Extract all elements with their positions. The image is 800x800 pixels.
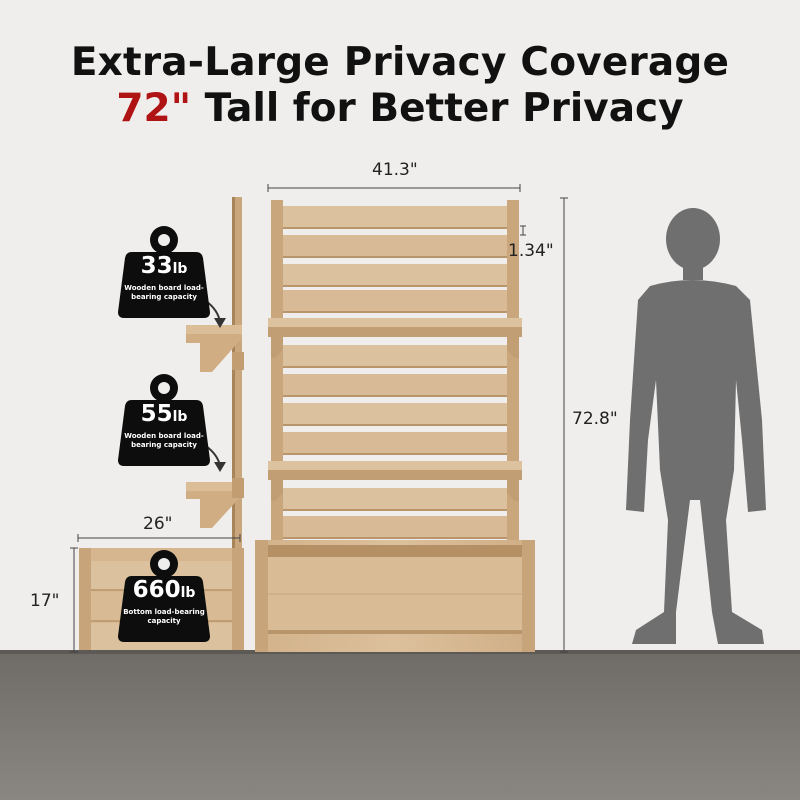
capacity-unit: lb [172, 261, 188, 277]
trellis-slat [283, 516, 507, 537]
capacity-caption: Wooden board load-bearing capacity [124, 432, 204, 449]
capacity-unit: lb [172, 409, 188, 425]
capacity-caption: Bottom load-bearing capacity [123, 608, 205, 625]
person-silhouette-icon [626, 208, 766, 644]
dimension-lines [70, 184, 568, 653]
slat-shadow [283, 311, 507, 313]
height-label: 72.8" [572, 409, 618, 429]
planter-height-label: 17" [30, 591, 60, 611]
trellis-slat [283, 235, 507, 256]
trellis-slat [283, 290, 507, 311]
weight-icon [118, 226, 210, 318]
width-label: 41.3" [372, 160, 418, 180]
slat-shadow [283, 256, 507, 258]
headline-accent: 72" [116, 86, 192, 131]
capacity-value: 660 [132, 577, 181, 603]
slat-gap-label: 1.34" [508, 241, 554, 261]
slat-shadow [283, 537, 507, 539]
trellis-slat [283, 403, 507, 424]
slat-shadow [283, 366, 507, 368]
depth-label: 26" [143, 514, 173, 534]
floor [0, 653, 800, 800]
slat-shadow [283, 395, 507, 397]
slat-shadow [283, 509, 507, 511]
weight-icon [118, 550, 210, 642]
capacity-badge-upper-shelf: 33lb Wooden board load-bearing capacity [118, 222, 210, 322]
trellis-slat [283, 432, 507, 453]
headline-rest: Tall for Better Privacy [191, 86, 684, 131]
trellis-slat [283, 345, 507, 366]
trellis-slat [283, 206, 507, 227]
capacity-value: 55 [140, 401, 173, 427]
slat-shadow [283, 453, 507, 455]
trellis-slat [283, 374, 507, 395]
capacity-badge-lower-shelf: 55lb Wooden board load-bearing capacity [118, 370, 210, 470]
trellis-slat [283, 264, 507, 285]
capacity-value: 33 [140, 253, 173, 279]
weight-icon [118, 374, 210, 466]
capacity-caption: Wooden board load-bearing capacity [124, 284, 204, 301]
trellis-slat [283, 488, 507, 509]
slat-shadow [283, 424, 507, 426]
headline-line-1: Extra-Large Privacy Coverage [70, 40, 730, 85]
capacity-unit: lb [180, 585, 196, 601]
slat-shadow [283, 227, 507, 229]
slat-shadow [283, 285, 507, 287]
front-view-trellis [255, 200, 535, 652]
capacity-badge-bottom: 660lb Bottom load-bearing capacity [118, 546, 210, 646]
headline-line-2: 72" Tall for Better Privacy [0, 86, 800, 131]
